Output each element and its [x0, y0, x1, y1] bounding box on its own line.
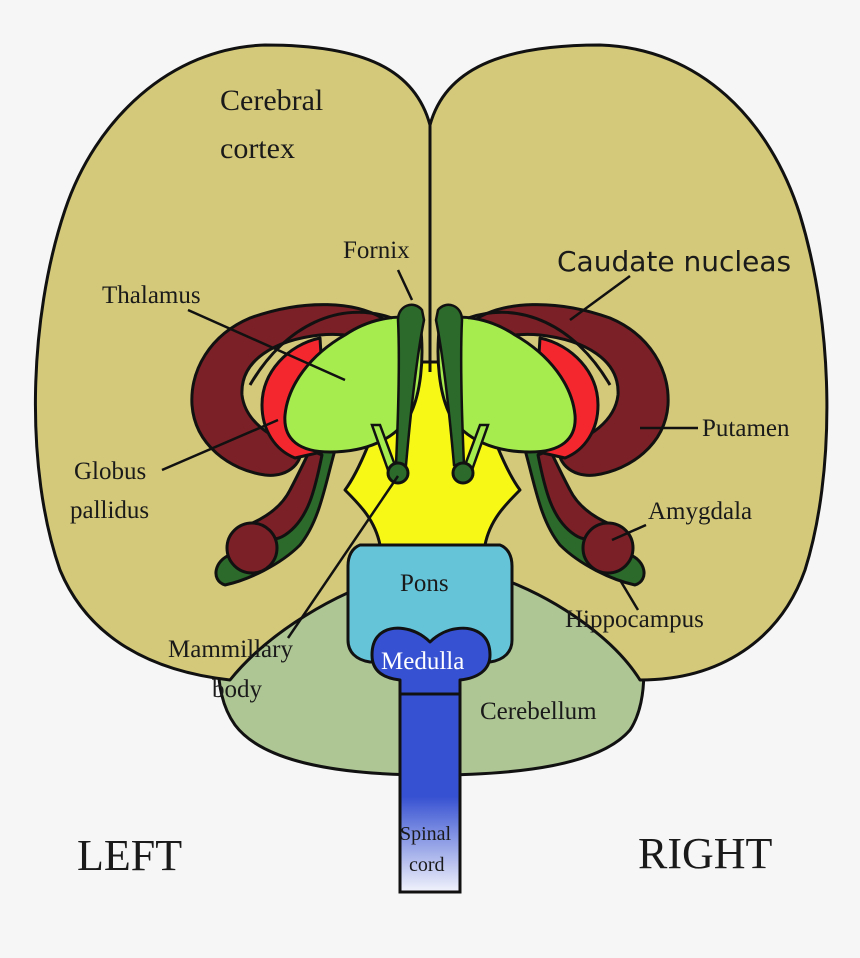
left-caudate-arc	[248, 310, 393, 386]
left-mammillary-body-shape	[386, 461, 410, 485]
label-fornix: Fornix	[343, 237, 410, 264]
spinal-cord-shape	[398, 678, 462, 894]
label-mammillary-1: Mammillary	[168, 636, 293, 663]
left-caudate-shape	[190, 303, 394, 477]
amygdala-leader	[611, 523, 647, 542]
label-spinal-2: cord	[409, 854, 445, 876]
hippocampus-leader	[618, 579, 640, 611]
label-globus-2: pallidus	[70, 497, 149, 524]
mammillary-leader	[286, 475, 400, 639]
medulla-shape	[370, 626, 492, 696]
right-thalamus-shape	[436, 315, 577, 454]
label-thalamus: Thalamus	[102, 282, 201, 309]
label-mammillary-2: body	[212, 676, 263, 703]
label-right: RIGHT	[638, 829, 773, 878]
label-pons: Pons	[400, 570, 449, 597]
left-thalamus-shape	[283, 315, 424, 454]
right-caudate-shape	[466, 303, 670, 477]
left-fornix-shape	[394, 303, 426, 467]
thalamus-leader	[187, 308, 346, 382]
label-caudate-nucleas: Caudate nucleas	[557, 245, 791, 278]
globus-leader	[161, 418, 279, 472]
left-amygdala-shape	[225, 521, 279, 575]
label-medulla: Medulla	[381, 648, 464, 675]
label-amygdala: Amygdala	[648, 498, 752, 525]
label-spinal-1: Spinal	[400, 823, 452, 845]
label-cerebral-cortex-1: Cerebral	[220, 84, 323, 117]
right-mammillary-body-shape	[451, 461, 475, 485]
right-fornix-shape	[434, 303, 466, 467]
right-caudate-arc	[467, 310, 612, 386]
label-cerebral-cortex-2: cortex	[220, 132, 295, 165]
label-hippocampus: Hippocampus	[565, 606, 704, 633]
right-amygdala-shape	[581, 521, 635, 575]
fornix-leader	[396, 269, 414, 301]
label-cerebellum: Cerebellum	[480, 698, 597, 725]
label-putamen: Putamen	[702, 415, 790, 442]
label-left: LEFT	[77, 831, 182, 880]
label-globus-1: Globus	[74, 458, 146, 485]
caudate-leader	[569, 274, 631, 322]
